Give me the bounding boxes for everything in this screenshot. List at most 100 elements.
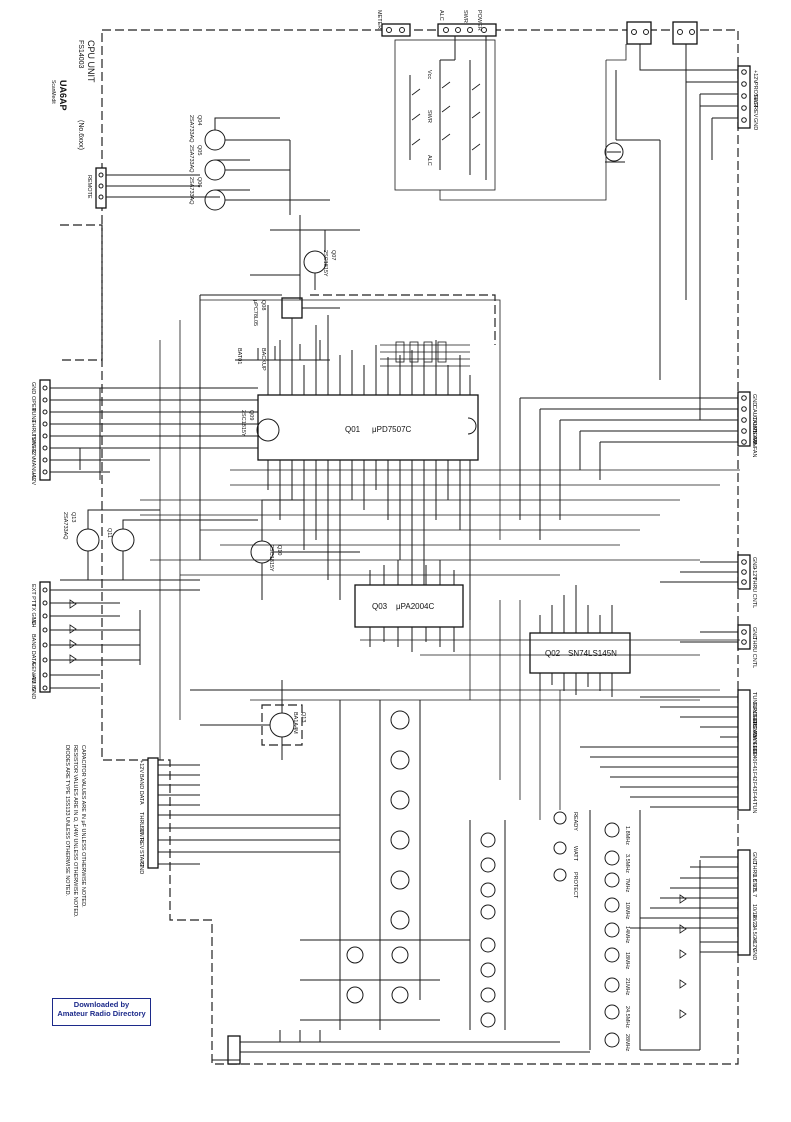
rm2-gnd: GND <box>751 627 757 639</box>
rb-0: GND <box>751 852 757 864</box>
left-upper-labels: GND OPER TUNE THRU SW TUNER +12V MANUAL … <box>30 382 36 485</box>
lm-gen: GEN/AM <box>30 662 36 684</box>
lu-gnd: GND <box>30 382 36 394</box>
right-led-labels: TUNER/THRU TUN LED LED CNTL READY LED MA… <box>751 692 757 813</box>
note-1: DIODES ARE TYPE 1SS133 UNLESS OTHERWISE … <box>64 745 70 897</box>
svg-text:SWR: SWR <box>426 110 432 123</box>
top-left-connectors <box>381 23 497 37</box>
lu-thru: THRU SW <box>30 420 36 446</box>
rb-3: 3.5 <box>751 884 757 892</box>
model-label: UA6AP <box>58 80 68 111</box>
right-band-connector <box>737 849 751 956</box>
note-2: RESISTOR VALUES ARE IN Ω, 1/4W UNLESS OT… <box>72 745 78 918</box>
rm1-12v: +12V <box>751 567 757 580</box>
q09-symbol <box>256 418 280 442</box>
ind-ready: READY <box>572 812 578 831</box>
q02-part: SN74LS145N <box>568 649 617 658</box>
right-led-connector <box>737 689 751 811</box>
ind-watt: WATT <box>572 846 578 862</box>
ll-start: START <box>138 850 144 868</box>
band-0: 1.8MHz <box>624 826 630 845</box>
conn-tr-protect: PROTECT <box>752 82 758 109</box>
q09-ref: Q09 <box>248 410 254 420</box>
q03-part: μPA2004C <box>396 602 434 611</box>
right-upper-connector <box>737 391 751 447</box>
q07-part: 2SC1815Y <box>322 250 328 277</box>
right-band-labels: GND THRU CNTL 1.8 3.5 7 10/14 18/21 24.5… <box>751 852 757 960</box>
rl-1: TUN LED <box>751 702 757 726</box>
rb-8: +12V <box>751 938 757 951</box>
q13-part: BA1A4M <box>292 712 298 734</box>
lu-12v: +12V <box>30 446 36 459</box>
q03-ref: Q03 <box>372 602 388 611</box>
svg-text:Q06: Q06 <box>196 177 202 187</box>
q12-ref: Q13 <box>70 512 76 522</box>
ll-sw: SW <box>138 826 144 836</box>
q13-ref: Q13 <box>300 712 306 722</box>
lu-tuner: TUNER <box>30 434 36 453</box>
q08-ref: Q08 <box>260 300 266 310</box>
left-mid-labels: EXT PTT TX GND INH BAND DATA GEN/AM +13.… <box>30 584 36 699</box>
q06-part: 2SA733AQ <box>188 177 194 205</box>
svg-text:Q05: Q05 <box>196 145 202 155</box>
rl-11: TUN <box>751 802 757 813</box>
ru-psfan: PS-FAN <box>751 427 757 447</box>
left-mid-connector <box>39 581 51 693</box>
remote-label: REMOTE <box>86 175 92 199</box>
lu-manual: MANUAL <box>30 458 36 481</box>
q07-ref: Q07 <box>330 250 336 260</box>
q02-ref: Q02 <box>545 649 561 658</box>
svg-text:ALC: ALC <box>426 155 432 166</box>
bus-wires <box>140 299 740 820</box>
q04-q06-transistors <box>204 117 330 215</box>
ll-rev: REV <box>138 838 144 850</box>
lm-band: BAND DATA <box>30 634 36 665</box>
ru-caution2: CAUTION2 <box>751 416 757 444</box>
lm-ptt: EXT PTT <box>30 584 36 607</box>
q10-ref: Q10 <box>276 545 282 555</box>
board-notch <box>60 224 103 361</box>
top-left-labels: METER ALC SWR POWER <box>376 10 482 31</box>
notes: DIODES ARE TYPE 1SS133 UNLESS OTHERWISE … <box>64 745 86 918</box>
remote-connector <box>95 167 220 209</box>
ind-protect: PROTECT <box>572 872 578 899</box>
conn-tr-swr: SWR <box>752 94 758 107</box>
q01-mcu <box>257 394 479 461</box>
conn-meter: METER <box>376 10 382 29</box>
svg-text:BACKUP: BACKUP <box>260 348 266 371</box>
conn-tr-rev: REV <box>752 106 758 118</box>
rl-0: TUNER/THRU <box>751 692 757 728</box>
conn-tr-12v: +12V <box>752 70 758 83</box>
switch-array <box>394 36 496 191</box>
switch-column <box>300 700 440 1030</box>
lu-oper: OPER <box>30 396 36 412</box>
q12-part: 2SA733AQ <box>62 512 68 540</box>
bottom-connector <box>227 1035 241 1065</box>
svg-text:Vcc: Vcc <box>426 70 432 79</box>
q12-symbol <box>76 528 100 552</box>
q11-symbol <box>111 528 135 552</box>
download-logo[interactable]: Downloaded by Amateur Radio Directory <box>52 998 151 1026</box>
lm-gnd: GND <box>30 687 36 699</box>
rb-5: 10/14 <box>751 904 757 918</box>
left-lower-connector <box>147 757 159 869</box>
right-mid-connectors <box>737 554 751 650</box>
lm-txgnd: TX GND <box>30 604 36 625</box>
ll-12v: +12V <box>138 760 144 773</box>
q01-ref: Q01 <box>345 425 361 434</box>
rb-2: 1.8 <box>751 874 757 882</box>
led-array-left <box>440 820 506 1030</box>
band-led-labels: 1.8MHz 3.5MHz 7MHz 10MHz 14MHz 18MHz 21M… <box>624 826 630 1052</box>
rl-2: LED CNTL <box>751 712 757 739</box>
serial-note: (No.6xxx) <box>77 120 84 150</box>
q01-pullups <box>380 341 470 367</box>
note-3: CAPACITOR VALUES ARE IN μF UNLESS OTHERW… <box>80 745 86 908</box>
left-upper-connector <box>39 379 51 481</box>
rl-4: MAN LED <box>751 732 757 756</box>
rl-6: F40 <box>751 752 757 761</box>
band-1: 3.5MHz <box>624 854 630 873</box>
band-8: 28MHz <box>624 1034 630 1052</box>
q03-driver <box>354 584 464 628</box>
top-right-connectors <box>626 21 751 129</box>
rl-7: F41 <box>751 762 757 771</box>
